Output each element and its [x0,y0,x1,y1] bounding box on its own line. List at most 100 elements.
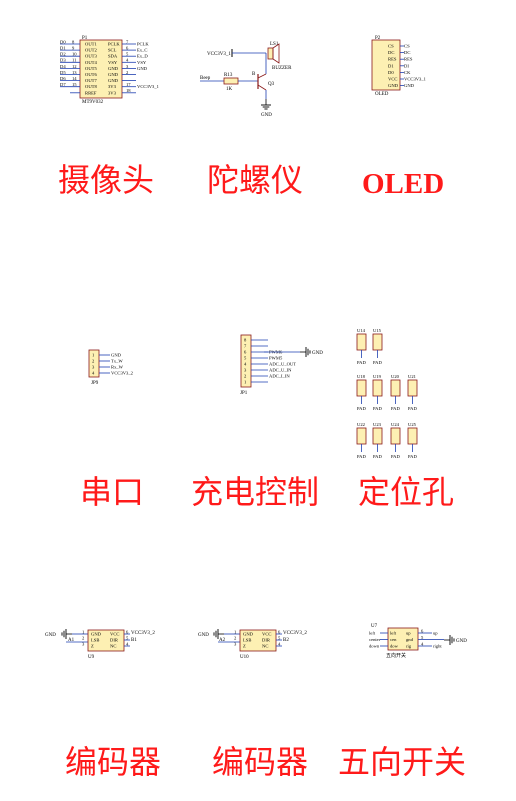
enc2-pin-number: 5 [278,636,281,641]
buzzer-gnd: GND [261,113,272,118]
switch-net-label: center [369,637,381,642]
enc2-ref: U10 [240,655,249,660]
switch-pin-label: gnd [406,637,414,642]
enc2-body [239,629,277,652]
pad-body [372,333,383,351]
switch-body [387,627,419,651]
camera-pin-number: 7 [126,39,129,44]
charge-ref: JP1 [240,391,248,396]
buzzer-circuit: VCC3V3_1 LS1 BUZZER Beep R13 1K B Q3 GND [200,42,292,118]
enc1-pin-label: DIR [110,638,119,643]
oled-pin-label: D0 [388,70,394,75]
enc2-pin-number: 2 [234,636,237,641]
pad-body [356,379,367,397]
label-camera: 摄像头 [58,161,155,199]
oled-pin-label: RES [388,57,397,62]
pad-label: PAD [373,454,382,459]
enc1-pin-number: 6 [126,630,129,635]
enc1-pin-label: GND [91,632,102,637]
label-mount: 定位孔 [358,473,455,511]
camera-pin-label: OUT8 [85,84,97,89]
oled-pin-label: GND [388,83,399,88]
label-oled: OLED [362,168,445,200]
charge-pin-number: 5 [244,356,247,361]
camera-pin-label: OUT6 [85,72,97,77]
camera-net-label: D0 [60,39,66,44]
resistor-body [223,77,239,85]
pad-body [356,333,367,351]
camera-pin-label: SCL [108,48,117,53]
enc2-pin-number: 6 [278,630,281,635]
camera-net-label: Ex_D [137,54,148,59]
pad-ref: U23 [373,422,382,427]
enc2-pin-number: 3 [234,642,237,647]
enc1-pin-number: 1 [82,630,85,635]
camera-pin-number: 4 [126,58,129,63]
oled-body [371,39,401,91]
enc1-pin-label: NC [110,644,116,649]
enc2-gnd: GND [198,633,209,638]
enc2-pin-label: Z [243,644,246,649]
camera-net-label: PCLK [137,42,149,47]
camera-pin-number: 3 [126,64,129,69]
pad-body [356,427,367,445]
enc2-pin-number: 4 [278,642,281,647]
camera-pin-label: RREF [85,90,97,95]
label-encoder-2: 编码器 [212,743,309,781]
camera-pin-label: VSY [108,60,118,65]
oled-pin-label: CS [388,44,394,49]
enc1-pin-label: Z [91,644,94,649]
serial-net-label: GND [111,353,122,358]
camera-pin-label: OUT2 [85,48,97,53]
ground-symbol [443,634,455,646]
enc1-pin-number: 3 [82,642,85,647]
pad-label: PAD [373,360,382,365]
pad-label: PAD [391,406,400,411]
oled-ref: P2 [375,36,381,41]
pad-body [407,427,418,445]
oled-net-label: VCC3V3_1 [404,77,427,82]
serial-pin-number: 4 [92,371,95,376]
switch-ref: U7 [371,624,378,629]
serial-ref: JP9 [91,381,99,386]
label-serial: 串口 [80,473,145,511]
camera-ref: P1 [82,36,88,41]
pad-label: PAD [357,360,366,365]
camera-net-label: D2 [60,52,66,57]
switch-gnd: GND [456,639,467,644]
charge-pin-number: 3 [244,368,247,373]
enc1-pin-label: LSB [91,638,99,643]
enc2-pin-number: 1 [234,630,237,635]
charge-net-label: ADC_U_IN [269,368,292,373]
pad-body [390,379,401,397]
camera-net-label: D7 [60,82,66,87]
charge-body [240,334,252,388]
pad-body [372,427,383,445]
oled-net-label: CK [404,70,411,75]
charge-pin-number: 4 [244,362,247,367]
enc1-pin-number: 2 [82,636,85,641]
ground-symbol [260,98,272,110]
transistor-ref: Q3 [268,82,275,87]
pad-label: PAD [408,406,417,411]
pad-ref: U20 [391,374,400,379]
label-gyro: 陀螺仪 [207,161,304,199]
enc2-pin-label: GND [243,632,254,637]
charge-gnd: GND [312,351,323,356]
switch-pin-label: cen [390,637,397,642]
pad-ref: U24 [391,422,400,427]
buzzer-body [267,47,274,60]
pad-label: PAD [357,406,366,411]
camera-net-label: D1 [60,46,66,51]
charge-pin-number: 1 [244,380,247,385]
camera-net-label: Ex_C [137,48,147,53]
camera-pin-label: GND [108,72,119,77]
label-charge: 充电控制 [191,473,320,511]
svg-text:B: B [252,72,256,77]
camera-net-label: GND [137,66,148,71]
